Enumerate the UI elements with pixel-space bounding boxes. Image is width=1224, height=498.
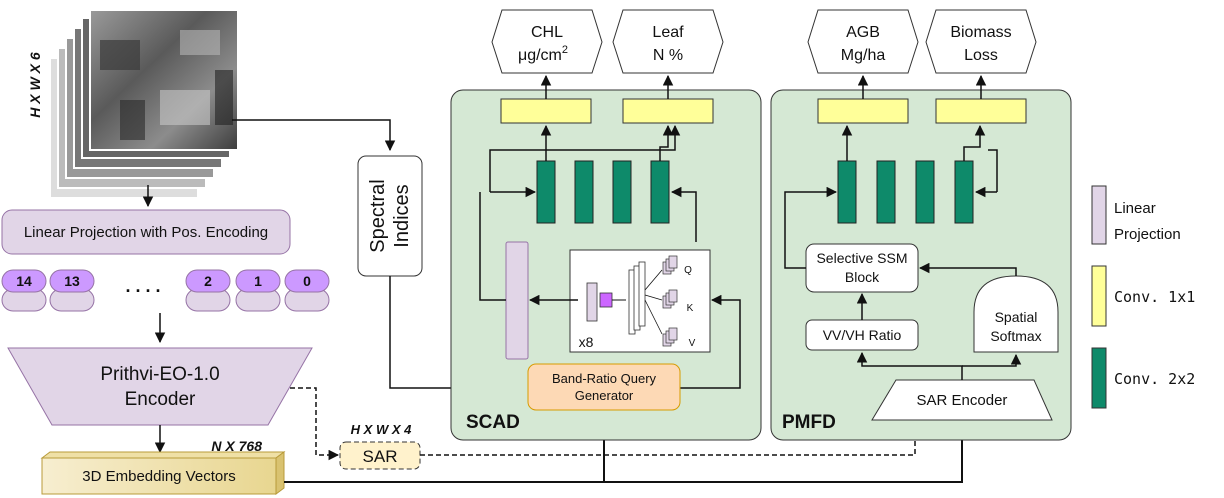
sar-input-label: SAR: [363, 447, 398, 466]
agb-unit: Mg/ha: [841, 47, 886, 64]
pmfd-conv1x1-loss: [935, 98, 1027, 124]
chl-unit: μg/cm2: [518, 44, 568, 64]
query-key-value-icons: [662, 255, 678, 347]
input-dim-label: H X W X 6: [27, 52, 43, 118]
embedding-vectors-block: [40, 451, 286, 495]
legend-conv2-label: Conv. 2x2: [1114, 370, 1195, 388]
pmfd-conv2x2-2: [876, 160, 896, 224]
pmfd-conv2x2-4: [954, 160, 974, 224]
spatial-softmax-block: [973, 275, 1059, 353]
output-biomass-loss: [925, 9, 1037, 74]
input-image-stack: [49, 9, 239, 199]
output-agb: [807, 9, 919, 74]
ssm-line1: Selective SSM: [816, 250, 907, 266]
output-chl: [491, 9, 603, 74]
legend: Linear Projection Conv. 1x1 Conv. 2x2: [1091, 185, 1195, 409]
legend-conv1-label: Conv. 1x1: [1114, 288, 1195, 306]
band-ratio-query-generator: [527, 363, 681, 411]
legend-linear-line2: Projection: [1114, 226, 1181, 243]
vv-vh-ratio-label: VV/VH Ratio: [823, 327, 902, 343]
token-14: 14: [16, 273, 32, 289]
legend-linear-swatch: [1091, 185, 1107, 245]
sar-encoder-block: [871, 379, 1053, 421]
embedding-label: 3D Embedding Vectors: [82, 468, 235, 485]
scad-title: SCAD: [466, 412, 520, 433]
loss-label: Biomass: [950, 24, 1011, 41]
scad-conv2x2-3: [612, 160, 632, 224]
legend-linear-line1: Linear: [1114, 200, 1156, 217]
token-0: 0: [303, 273, 311, 289]
token-13: 13: [64, 273, 80, 289]
token-ellipsis: . . . .: [125, 276, 160, 296]
linear-projection-label: Linear Projection with Pos. Encoding: [24, 224, 268, 241]
pmfd-title: PMFD: [782, 412, 836, 433]
query-gen-line1: Band-Ratio Query: [552, 371, 657, 386]
legend-conv1-swatch: [1091, 265, 1107, 327]
chl-label: CHL: [531, 24, 563, 41]
scad-conv1x1-leaf: [622, 98, 714, 124]
leaf-unit: N %: [653, 47, 683, 64]
pmfd-conv2x2-3: [915, 160, 935, 224]
token-sequence: 14 13 . . . . 2 1 0: [1, 269, 330, 312]
spectral-indices-line1: Spectral: [367, 179, 389, 252]
output-leaf-n: [612, 9, 724, 74]
sar-encoder-label: SAR Encoder: [917, 392, 1008, 409]
v-label: V: [689, 338, 696, 349]
scad-repeat-label: x8: [579, 334, 594, 350]
agb-label: AGB: [846, 24, 880, 41]
embedding-dim-label: N X 768: [211, 438, 262, 454]
pmfd-conv1x1-agb: [817, 98, 909, 124]
token-2: 2: [204, 273, 212, 289]
scad-conv1x1-chl: [500, 98, 592, 124]
ssm-line2: Block: [845, 269, 880, 285]
sar-dim-label: H X W X 4: [351, 422, 412, 437]
softmax-line1: Spatial: [995, 309, 1038, 325]
spectral-indices-line2: Indices: [391, 184, 413, 247]
legend-conv2-swatch: [1091, 347, 1107, 409]
query-gen-line2: Generator: [575, 388, 634, 403]
prithvi-encoder-block: [7, 347, 313, 426]
softmax-line2: Softmax: [990, 328, 1041, 344]
scad-conv2x2-4: [650, 160, 670, 224]
k-label: K: [687, 303, 694, 314]
leaf-label: Leaf: [652, 24, 684, 41]
scad-conv2x2-1: [536, 160, 556, 224]
pmfd-conv2x2-1: [837, 160, 857, 224]
q-label: Q: [684, 265, 692, 276]
scad-conv2x2-2: [574, 160, 594, 224]
linear-projection-block: [1, 209, 291, 255]
token-1: 1: [254, 273, 262, 289]
encoder-title: Prithvi-EO-1.0: [100, 364, 219, 385]
scad-linear-projection: [505, 241, 529, 360]
loss-unit: Loss: [964, 47, 998, 64]
encoder-subtitle: Encoder: [125, 389, 196, 410]
